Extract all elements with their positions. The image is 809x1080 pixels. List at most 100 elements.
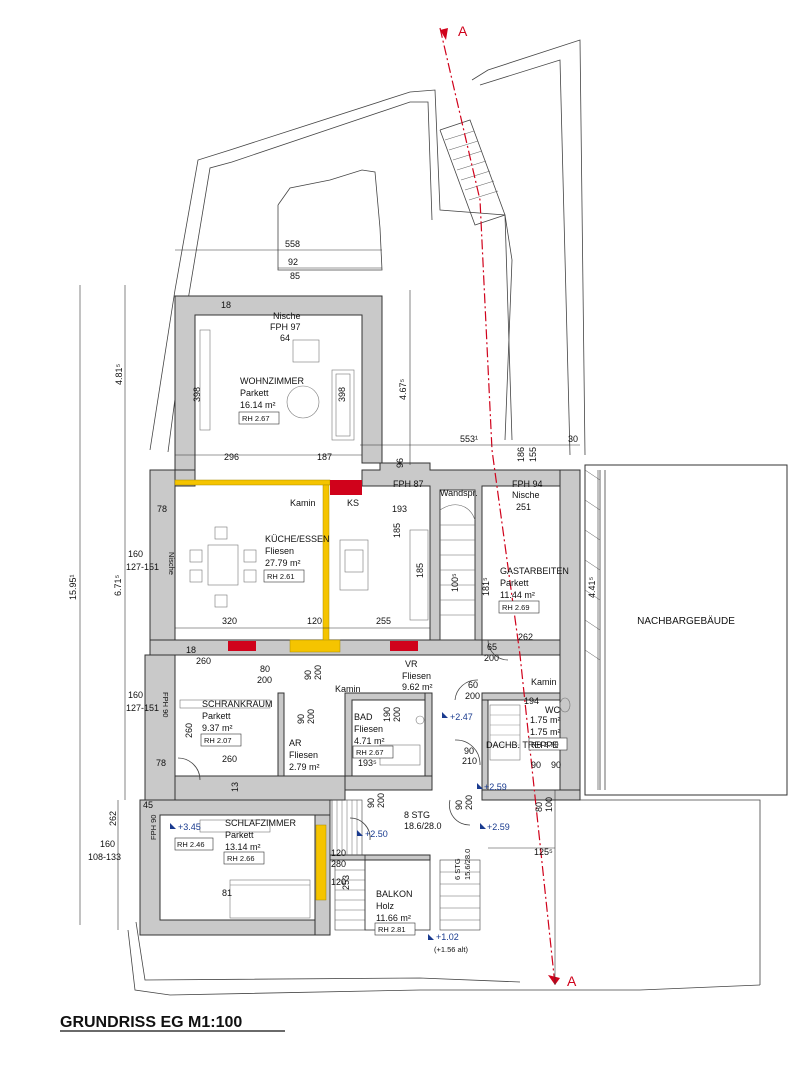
room-wc: WC 1.75 m² 1.75 m² RH 2.70 <box>528 705 568 751</box>
dim: 80 <box>260 664 270 674</box>
dim: 13 <box>230 782 240 792</box>
room-name: SCHLAFZIMMER <box>225 818 297 828</box>
label-fph94: FPH 94 <box>512 479 543 489</box>
dim: 200 <box>484 653 499 663</box>
dim: 90 <box>366 798 376 808</box>
dim: 100 <box>544 797 554 812</box>
dim: 120 <box>331 877 346 887</box>
room-floor: Fliesen <box>289 750 318 760</box>
dim: 296 <box>224 452 239 462</box>
room-floor: Parkett <box>225 830 254 840</box>
dim: 120 <box>331 848 346 858</box>
room-floor: Parkett <box>240 388 269 398</box>
room-area: 1.75 m² <box>530 715 561 725</box>
label-kamin3: Kamin <box>531 677 557 687</box>
marked-walls <box>174 479 418 901</box>
dim: 193 <box>392 504 407 514</box>
label-64: 64 <box>280 333 290 343</box>
dim: 90 <box>551 760 561 770</box>
room-name: GASTARBEITEN <box>500 566 569 576</box>
label-fph90a: FPH 90 <box>161 692 170 717</box>
label-stg6: 6 STG <box>453 858 462 880</box>
room-name: KÜCHE/ESSEN <box>265 534 330 544</box>
neighbor-building <box>584 464 788 796</box>
page-title: GRUNDRISS EG M1:100 <box>60 1014 242 1031</box>
section-mark-bottom: A <box>567 973 577 989</box>
dim: 280 <box>331 859 346 869</box>
dim: 30 <box>568 434 578 444</box>
dim: 80 <box>534 802 544 812</box>
dim: 78 <box>156 758 166 768</box>
dim: 398 <box>192 387 202 402</box>
dim: 210 <box>462 756 477 766</box>
room-area: 11.44 m² <box>500 590 535 600</box>
outside-stair-top <box>439 119 506 226</box>
dim: 18 <box>221 300 231 310</box>
room-schlafzimmer: SCHLAFZIMMER Parkett 13.14 m² RH 2.46 RH… <box>174 818 297 865</box>
dim: 100⁵ <box>450 573 460 592</box>
label-nische-left: Nische <box>167 552 176 575</box>
dim: 160 <box>100 839 115 849</box>
room-rh: RH 2.46 <box>177 840 205 849</box>
dim: 200 <box>313 665 323 680</box>
furniture <box>179 329 571 919</box>
dim: 200 <box>376 793 386 808</box>
dim: 125⁵ <box>534 847 553 857</box>
room-rh: RH 2.61 <box>267 572 295 581</box>
section-line <box>439 27 560 986</box>
label-fph97: FPH 97 <box>270 322 301 332</box>
dim: 193⁵ <box>358 758 377 768</box>
misc-labels: Nische FPH 97 64 Kamin KS FPH 87 Wandspr… <box>149 311 558 880</box>
room-balkon: BALKON Holz 11.66 m² RH 2.81 <box>374 889 416 936</box>
room-bad: BAD Fliesen 4.71 m² RH 2.67 <box>352 712 394 759</box>
dim: 120 <box>307 616 322 626</box>
room-name: BAD <box>354 712 373 722</box>
level-labels: +2.47 +2.59 +2.59 +2.50 +3.45 +1.02 (+1.… <box>178 712 510 954</box>
level-label: +1.02 <box>436 932 459 942</box>
level-label: +2.47 <box>450 712 473 722</box>
dim: 186 <box>516 447 526 462</box>
room-rh: RH 2.69 <box>502 603 530 612</box>
dim: 4.81⁵ <box>114 363 124 385</box>
neighbor-label: NACHBARGEBÄUDE <box>637 615 735 627</box>
room-area: 9.37 m² <box>202 723 233 733</box>
room-rh: RH 2.81 <box>378 925 406 934</box>
dim: 81 <box>222 888 232 898</box>
room-rh: RH 2.07 <box>204 736 232 745</box>
room-vr: VR Fliesen 9.62 m² <box>402 659 433 692</box>
room-rh: RH 2.66 <box>227 854 255 863</box>
label-fph90b: FPH 90 <box>149 815 158 840</box>
dim: 255 <box>376 616 391 626</box>
dim: 194 <box>524 696 539 706</box>
room-area: 13.14 m² <box>225 842 261 852</box>
dim: 92 <box>288 257 298 267</box>
dim: 398 <box>337 387 347 402</box>
dim: 260 <box>196 656 211 666</box>
label-kamin2: Kamin <box>335 684 361 694</box>
dim: 253 <box>341 875 351 890</box>
room-ar: AR Fliesen 2.79 m² <box>289 738 320 772</box>
room-kueche: KÜCHE/ESSEN Fliesen 27.79 m² RH 2.61 <box>263 534 330 583</box>
dim: 160 <box>128 549 143 559</box>
room-area: 4.71 m² <box>354 736 385 746</box>
dim: 90 <box>454 800 464 810</box>
dim: 60 <box>468 680 478 690</box>
level-label: +2.59 <box>487 822 510 832</box>
dim: 96 <box>395 458 405 468</box>
level-markers <box>170 712 486 940</box>
room-name: WC <box>545 705 560 715</box>
room-wohnzimmer: WOHNZIMMER Parkett 16.14 m² RH 2.67 <box>238 376 304 425</box>
dim: 4.41⁵ <box>587 576 597 598</box>
dim: 6.71⁵ <box>113 574 123 596</box>
room-floor: Fliesen <box>354 724 383 734</box>
dim: 558 <box>285 239 300 249</box>
room-area: 27.79 m² <box>265 558 301 568</box>
dim: 260 <box>184 723 194 738</box>
label-nische-right: Nische <box>512 490 540 500</box>
label-stg6-dim: 15.6/28.0 <box>463 849 472 880</box>
room-floor: Holz <box>376 901 395 911</box>
dim: 200 <box>257 675 272 685</box>
dim: 553¹ <box>460 434 478 444</box>
room-floor: Fliesen <box>402 671 431 681</box>
